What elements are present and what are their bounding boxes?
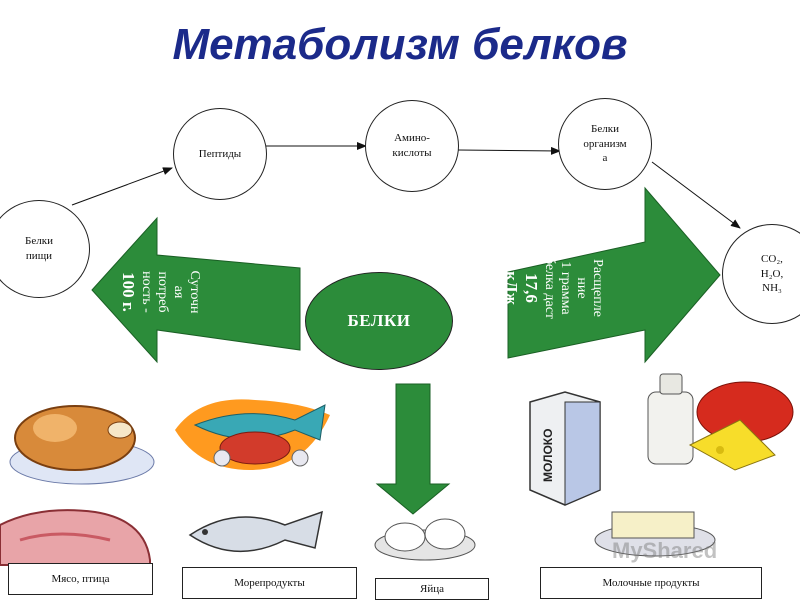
daily-need-text: Суточн ая потреб ность -	[138, 270, 202, 314]
arrow-amino-to-body	[457, 146, 561, 155]
right-arrow-caption: Расщепле ние 1 грамма белка даст 17,6 кД…	[485, 233, 621, 343]
node-peptides: Пептиды	[173, 108, 267, 200]
milk-carton-label: МОЛОКО	[541, 429, 555, 482]
label-eggs: Яйца	[375, 578, 489, 600]
node-protein-food: Белки пищи	[0, 200, 90, 298]
seafood-illustration	[175, 399, 330, 470]
breakdown-energy-value: 17,6 кДж	[501, 271, 541, 305]
label-meat: Мясо, птица	[8, 563, 153, 595]
bottle-illustration	[647, 373, 694, 465]
label-seafood: Морепродукты	[182, 567, 357, 599]
center-proteins-node: БЕЛКИ	[305, 272, 453, 370]
milk-carton-illustration: МОЛОКО	[529, 391, 601, 506]
watermark-logo: MyShared	[612, 538, 718, 563]
left-green-arrow	[91, 216, 301, 364]
node-end-products: CO₂, H₂O, NH₃	[722, 224, 800, 324]
label-dairy: Молочные продукты	[540, 567, 762, 599]
arrow-food-to-peptides	[71, 167, 173, 206]
page-title: Метаболизм белков	[172, 20, 628, 69]
node-amino-acids: Амино- кислоты	[365, 100, 459, 192]
breakdown-energy-text: Расщепле ние 1 грамма белка даст	[541, 256, 605, 320]
node-body-proteins: Белки организм а	[558, 98, 652, 190]
daily-need-value: 100 г.	[118, 272, 138, 312]
right-green-arrow	[507, 186, 721, 364]
fish-illustration	[188, 510, 323, 553]
left-arrow-caption: Суточн ая потреб ность - 100 г.	[117, 232, 218, 352]
arrow-body-to-end	[651, 161, 741, 229]
cheese-illustration	[688, 381, 794, 471]
down-green-arrow	[375, 383, 451, 515]
poultry-illustration	[9, 405, 155, 485]
butter-illustration	[594, 511, 716, 557]
meat-illustration	[0, 509, 151, 566]
eggs-illustration	[374, 518, 476, 561]
